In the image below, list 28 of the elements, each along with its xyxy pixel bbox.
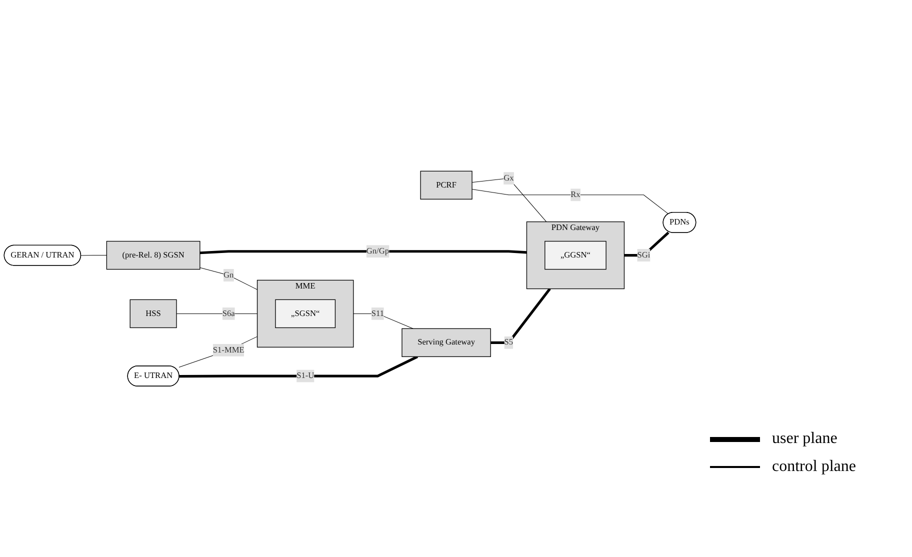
edge-label: SGi	[637, 250, 650, 260]
connector	[178, 336, 258, 368]
edge-label: S1-MME	[212, 345, 244, 354]
connector	[353, 313, 414, 329]
legend-text: user plane	[772, 430, 838, 448]
node-box: (pre-Rel. 8) SGSN	[106, 240, 200, 270]
edge-label: S5	[504, 338, 514, 347]
node-box: Serving Gateway	[402, 328, 491, 357]
legend-text: control plane	[772, 458, 856, 476]
edge-label: S11	[371, 308, 384, 318]
connector	[472, 178, 547, 222]
edge-label: S6a	[222, 308, 235, 318]
node-box: PCRF	[420, 170, 472, 200]
connector	[472, 188, 669, 214]
connector	[80, 254, 107, 256]
connector	[490, 288, 551, 344]
node-box: „SGSN“	[275, 299, 336, 328]
edge-label: Rx	[570, 190, 580, 199]
connector	[624, 231, 670, 256]
node-box: HSS	[130, 299, 177, 328]
connector	[200, 250, 527, 254]
edge-label: Gn	[224, 270, 234, 280]
edge-label: Gx	[504, 173, 514, 182]
connector	[200, 267, 258, 290]
edge-label: Gn/Gp	[366, 246, 390, 256]
edge-label: S1-U	[296, 371, 314, 380]
node-box: „GGSN“	[544, 240, 606, 270]
connector	[179, 355, 418, 378]
